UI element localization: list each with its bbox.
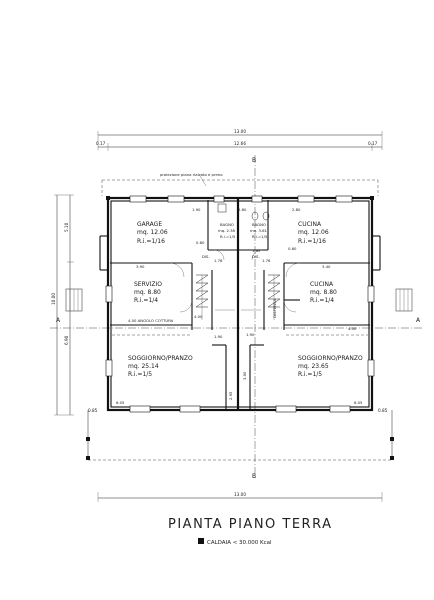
room-area: mq. 12.06 xyxy=(298,229,329,236)
dim-edge-left: 0.17 xyxy=(96,141,106,146)
room-ri: R.i.=1/4 xyxy=(310,297,334,304)
windows xyxy=(105,195,375,413)
dim-390: 3.90 xyxy=(136,264,145,269)
room-ri: R.i.=1/5 xyxy=(298,371,322,378)
dim-390v: 3.90 xyxy=(242,371,247,380)
room-name: BAGNO xyxy=(220,222,234,227)
room-ri: R.i.=1/5 xyxy=(220,234,236,239)
dim-605b: 6.05 xyxy=(354,400,363,405)
room-servizio: SERVIZIO mq. 8.80 R.i.=1/4 xyxy=(134,281,162,304)
dim-060b: 0.60 xyxy=(288,246,297,251)
label-dis-right: DIS. xyxy=(252,254,260,259)
dim-bagno-left: 1.76 xyxy=(214,258,223,263)
room-name: CUCINA xyxy=(298,221,322,228)
projection-note-text: proiezione piano rialzato e primo xyxy=(160,172,223,177)
outer-walls xyxy=(99,196,381,412)
dim-side-bottom: 0.85 xyxy=(88,408,98,413)
dim-inner-top: 12.66 xyxy=(234,141,246,146)
room-area: mq. 2.38 xyxy=(218,228,236,233)
external-steps xyxy=(65,196,413,461)
room-area: mq. 12.06 xyxy=(137,229,168,236)
caldaia-symbol xyxy=(198,538,204,544)
dim-260: 2.60 xyxy=(238,207,247,212)
dim-195: 1.95 xyxy=(252,248,261,253)
room-cucina-top: CUCINA mq. 12.06 R.i.=1/16 xyxy=(298,221,329,245)
bottom-dimension-line: 13.00 xyxy=(97,492,383,502)
room-soggiorno-left: SOGGIORNO/PRANZO mq. 25.14 R.i.=1/5 xyxy=(128,355,193,378)
section-b-bottom: B xyxy=(252,473,256,480)
dim-side-low: 6.90 xyxy=(64,335,69,345)
room-ri: R.i.=1/5 xyxy=(252,234,268,239)
dim-340: 3.40 xyxy=(322,264,331,269)
room-ri: R.i.=1/5 xyxy=(128,371,152,378)
room-cucina-right: CUCINA mq. 8.80 R.i.=1/4 xyxy=(310,281,337,304)
label-dispensa: DISPENSA xyxy=(272,299,277,318)
room-area: mq. 8.80 xyxy=(310,289,337,296)
dim-side-mid: 10.00 xyxy=(51,293,56,305)
dim-edge-right: 0.17 xyxy=(368,141,378,146)
dim-right-low: 0.85 xyxy=(378,408,388,413)
room-name: SOGGIORNO/PRANZO xyxy=(298,355,363,362)
dim-side-top: 5.10 xyxy=(64,222,69,232)
room-soggiorno-right: SOGGIORNO/PRANZO mq. 23.65 R.i.=1/5 xyxy=(298,355,363,378)
section-a-right: A xyxy=(416,317,421,324)
dim-total-bottom: 13.00 xyxy=(234,492,246,497)
interior-walls xyxy=(110,198,370,410)
room-ri: R.i.=1/16 xyxy=(137,238,165,245)
top-dimension-lines: 13.00 12.66 0.17 0.17 xyxy=(96,129,383,151)
dim-400: 4.00 xyxy=(348,326,357,331)
room-name: SERVIZIO xyxy=(134,281,162,288)
room-bagno-right: BAGNO mq. 3.61 R.i.=1/5 xyxy=(250,222,268,239)
dim-190: 1.90 xyxy=(214,334,223,339)
room-bagno-left: BAGNO mq. 2.38 R.i.=1/5 xyxy=(218,222,236,239)
interior-annotations: DIS. DIS. 4.00 ANGOLO COTTURA DISPENSA 1… xyxy=(116,207,363,405)
room-ri: R.i.=1/16 xyxy=(298,238,326,245)
projection-note: proiezione piano rialzato e primo xyxy=(101,172,379,196)
legend: CALDAIA < 30.000 Kcal xyxy=(198,538,272,546)
section-markers: B B A A xyxy=(50,155,422,480)
room-name: BAGNO xyxy=(252,222,266,227)
room-garage: GARAGE mq. 12.06 R.i.=1/16 xyxy=(137,221,168,245)
label-dis-left: DIS. xyxy=(202,254,210,259)
room-name: CUCINA xyxy=(310,281,334,288)
dim-295: 2.95 xyxy=(228,391,233,400)
room-area: mq. 23.65 xyxy=(298,363,329,370)
room-area: mq. 3.61 xyxy=(250,228,268,233)
dim-605: 6.05 xyxy=(116,400,125,405)
dim-280: 2.80 xyxy=(292,207,301,212)
room-area: mq. 25.14 xyxy=(128,363,159,370)
section-a-left: A xyxy=(56,317,61,324)
dim-total-top: 13.00 xyxy=(234,129,246,134)
label-angolo-cottura: 4.00 ANGOLO COTTURA xyxy=(128,318,174,323)
legend-text: CALDAIA < 30.000 Kcal xyxy=(207,540,272,546)
dim-bagno-right: 1.76 xyxy=(262,258,271,263)
section-b-top: B xyxy=(252,157,256,164)
room-area: mq. 8.80 xyxy=(134,289,161,296)
left-dimension-lines: 5.10 10.00 6.90 0.85 0.85 xyxy=(51,194,388,416)
dim-190d: 1.90 xyxy=(192,207,201,212)
room-name: SOGGIORNO/PRANZO xyxy=(128,355,193,362)
room-name: GARAGE xyxy=(137,221,162,228)
drawing-title: PIANTA PIANO TERRA xyxy=(168,517,333,532)
dim-190b: 1.90 xyxy=(246,332,255,337)
room-ri: R.i.=1/4 xyxy=(134,297,158,304)
dim-400b: 4.00 xyxy=(194,314,203,319)
dim-060: 0.60 xyxy=(196,240,205,245)
